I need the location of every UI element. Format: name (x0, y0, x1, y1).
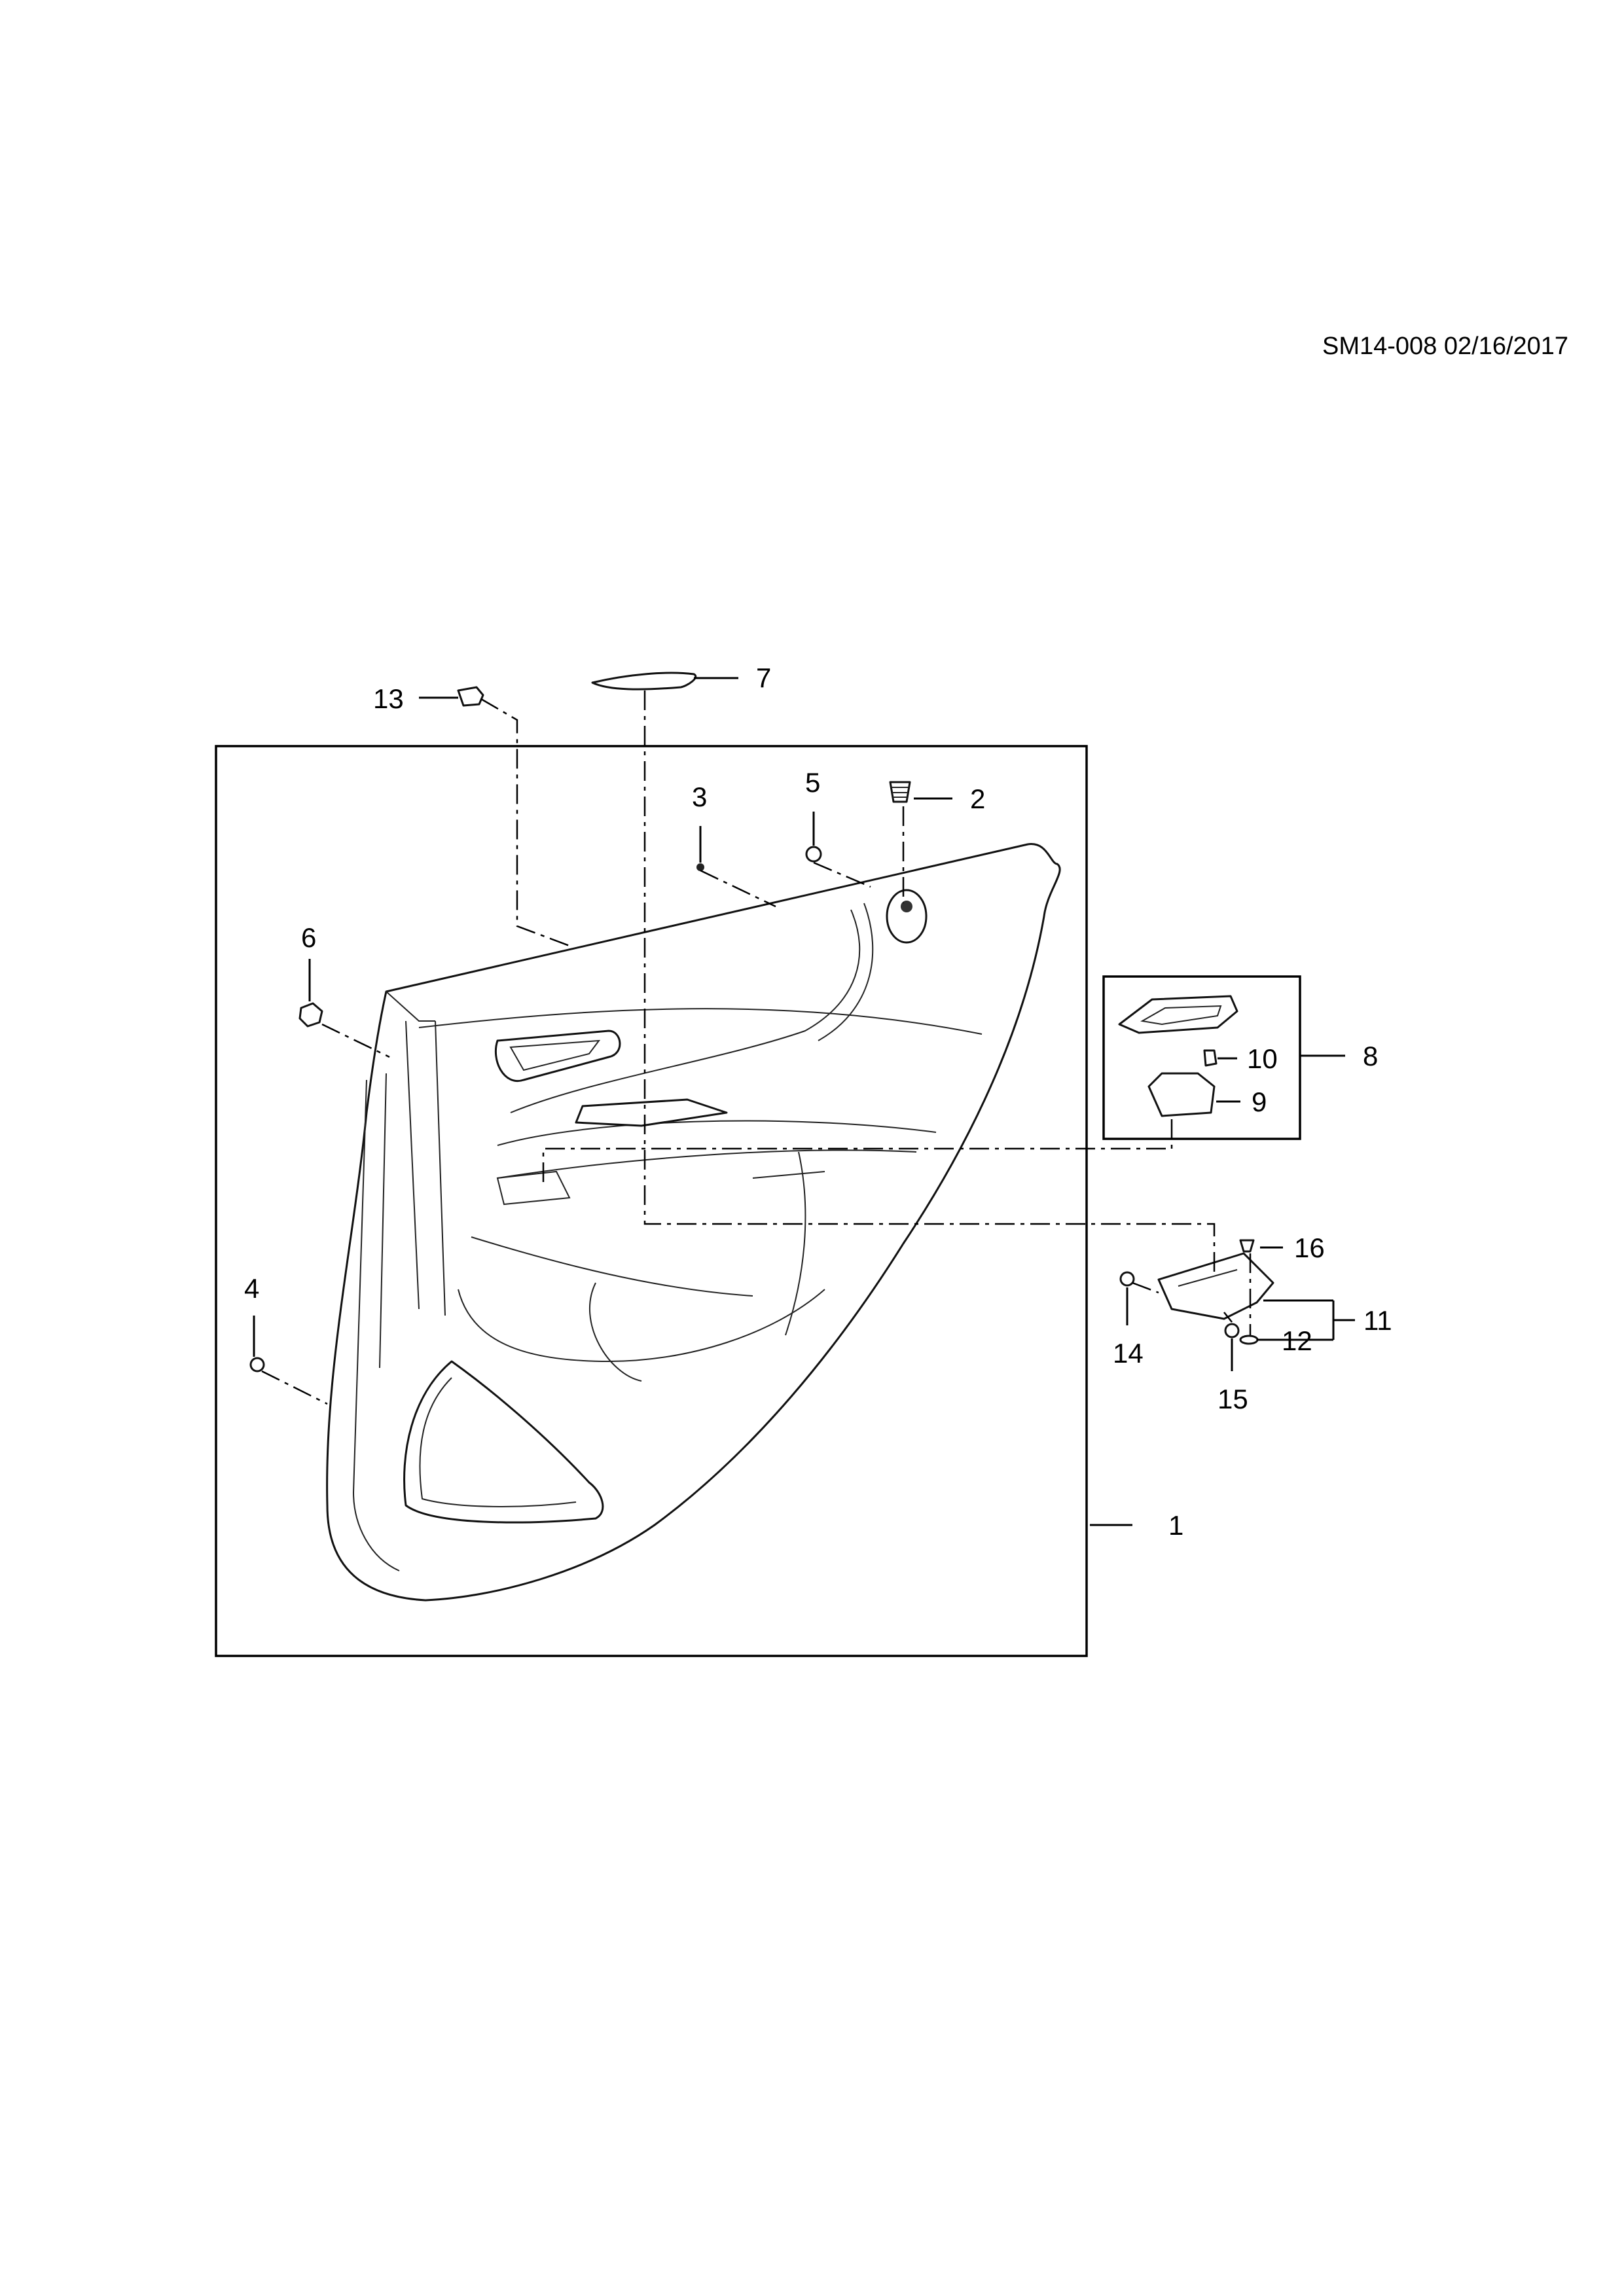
part-12-washer (1239, 1335, 1259, 1345)
callout-12: 12 (1282, 1325, 1312, 1356)
part-5-nut (805, 846, 822, 863)
assembly-lines (261, 691, 1252, 1405)
leader-lines (253, 677, 1355, 1526)
part-7-pad (591, 672, 696, 691)
part-4-screw (249, 1357, 265, 1372)
part-14-clip (1119, 1271, 1135, 1287)
callout-5: 5 (805, 767, 820, 798)
callout-3: 3 (692, 781, 707, 812)
part-3-pin (696, 863, 704, 871)
assembly-frame (215, 745, 1088, 1657)
callout-9: 9 (1252, 1086, 1267, 1117)
callout-labels: 1 2 3 4 5 6 7 8 9 10 11 12 13 14 15 16 (244, 662, 1392, 1541)
part-6-nut (298, 1002, 323, 1028)
callout-10: 10 (1247, 1043, 1278, 1074)
callout-11: 11 (1363, 1305, 1392, 1336)
part-9-window-switch (1147, 1072, 1216, 1117)
callout-1: 1 (1168, 1510, 1183, 1541)
callout-13: 13 (373, 683, 404, 714)
callout-6: 6 (301, 922, 316, 953)
switch-assembly-frame (1102, 975, 1301, 1140)
part-8-switch-bezel (1118, 995, 1238, 1034)
callout-8: 8 (1363, 1041, 1378, 1071)
callout-7: 7 (756, 662, 771, 693)
part-10-clip (1203, 1049, 1218, 1067)
callout-15: 15 (1218, 1384, 1248, 1414)
callout-4: 4 (244, 1273, 259, 1304)
part-16-screw (1239, 1239, 1255, 1253)
part-15-screw (1224, 1323, 1240, 1338)
part-13-clip (457, 686, 484, 707)
callout-2: 2 (970, 783, 985, 814)
part-11-bracket (1157, 1252, 1274, 1320)
drawing-code: SM14-008 02/16/2017 (1322, 332, 1569, 360)
callout-14: 14 (1113, 1338, 1144, 1369)
callout-16: 16 (1294, 1232, 1325, 1263)
door-trim-panel (326, 843, 1061, 1602)
